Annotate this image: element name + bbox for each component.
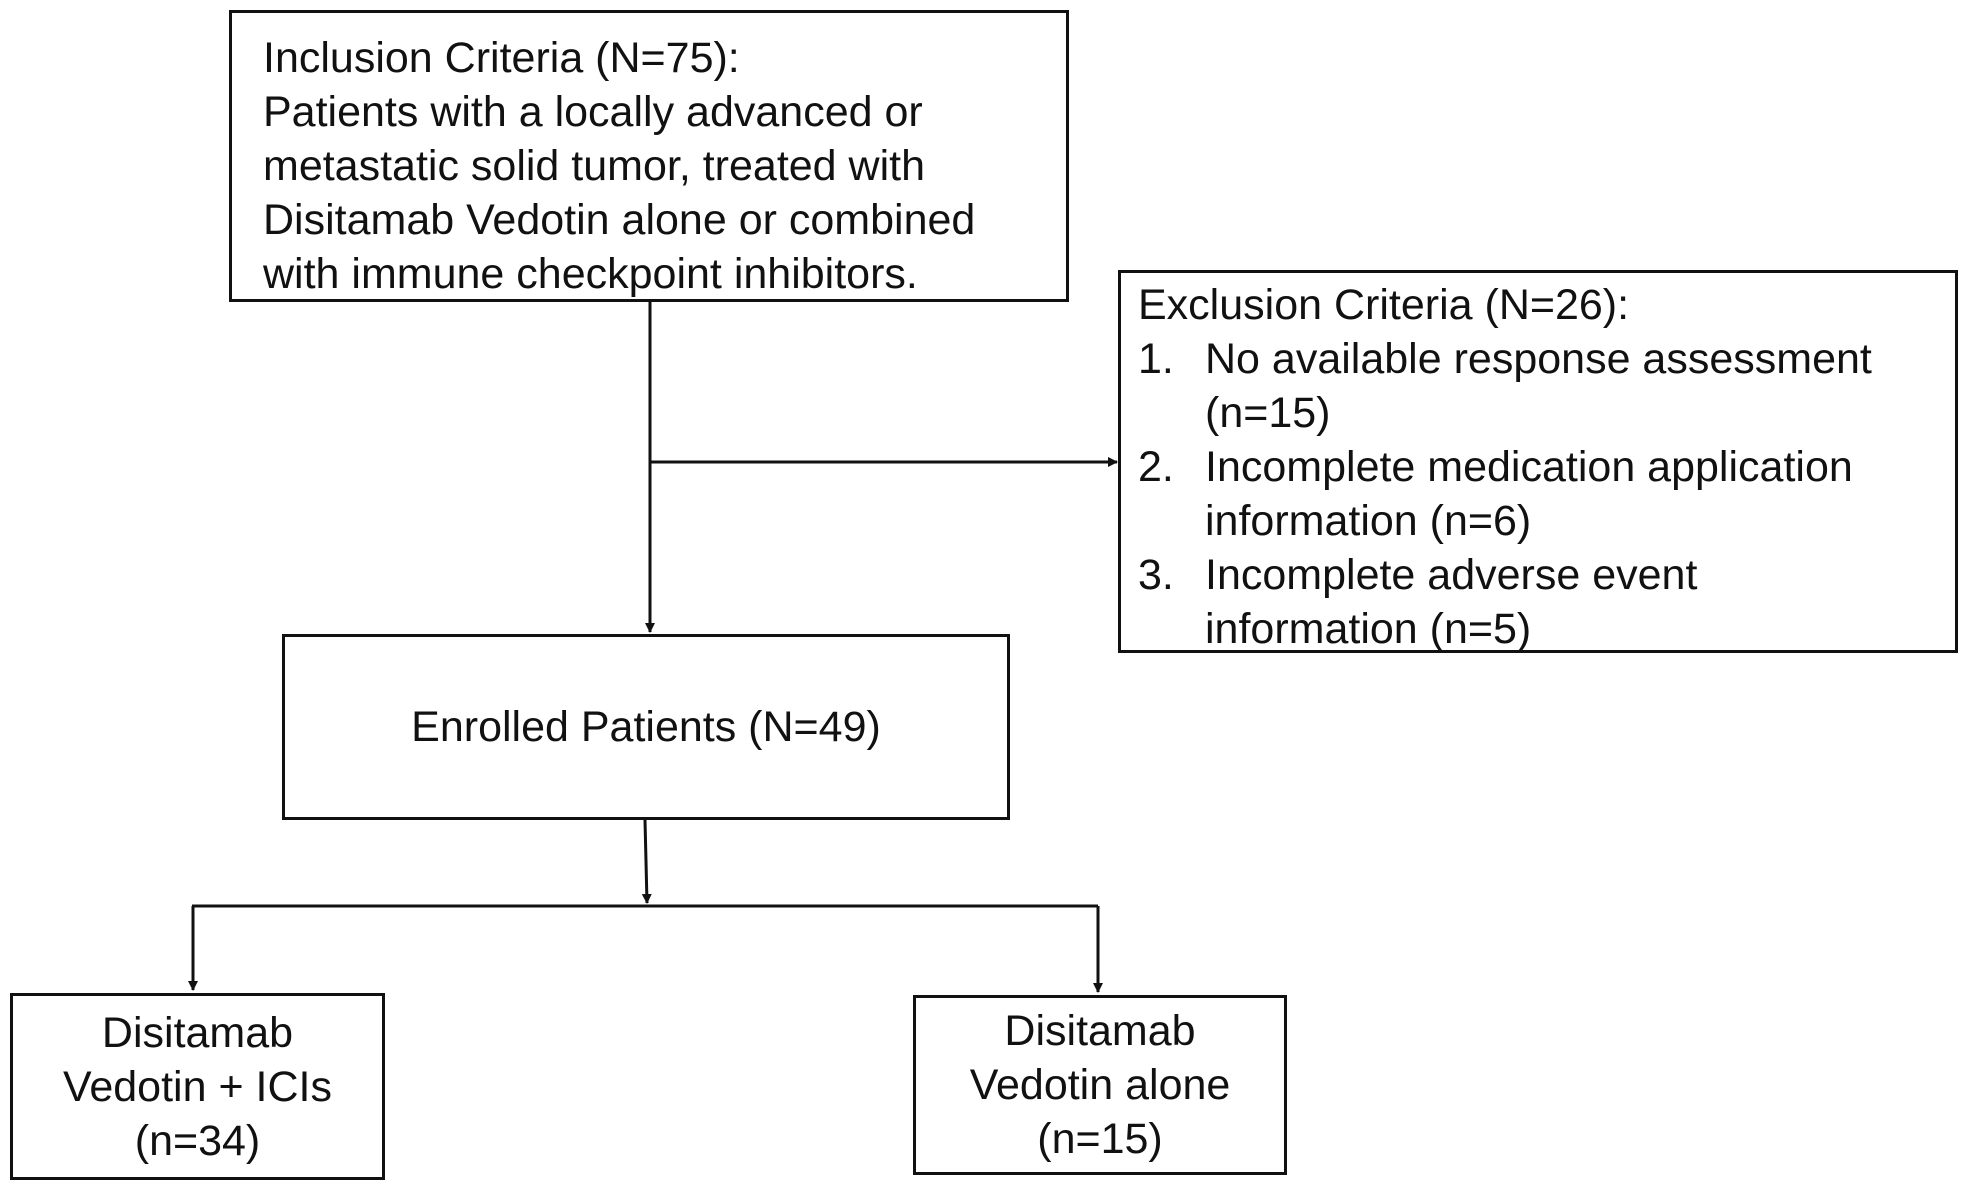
inclusion-title: Inclusion Criteria (N=75): <box>263 34 740 82</box>
group-box-ici: Disitamab Vedotin + ICIs (n=34) <box>10 993 385 1180</box>
exclusion-item-line: information (n=6) <box>1205 497 1532 545</box>
exclusion-criteria-box: Exclusion Criteria (N=26): 1. No availab… <box>1118 270 1958 653</box>
enrolled-label: Enrolled Patients (N=49) <box>411 703 881 751</box>
exclusion-item-number: 1. <box>1138 335 1174 383</box>
exclusion-item-1: 1. No available response assessment (n=1… <box>1138 332 1955 440</box>
exclusion-item-line: Incomplete medication application <box>1205 443 1853 491</box>
inclusion-line: Disitamab Vedotin alone or combined <box>263 196 976 244</box>
group-label-line: (n=34) <box>134 1116 261 1165</box>
group-label-line: Disitamab <box>101 1008 294 1057</box>
exclusion-title: Exclusion Criteria (N=26): <box>1138 281 1630 329</box>
enrolled-patients-box: Enrolled Patients (N=49) <box>282 634 1010 820</box>
inclusion-line: Patients with a locally advanced or <box>263 88 923 136</box>
inclusion-line: with immune checkpoint inhibitors. <box>263 250 918 298</box>
group-label-line: Disitamab <box>1004 1007 1196 1055</box>
exclusion-item-number: 3. <box>1138 551 1174 599</box>
exclusion-item-line: No available response assessment <box>1205 335 1872 383</box>
group-label-line: Vedotin + ICIs <box>63 1062 332 1111</box>
exclusion-item-3: 3. Incomplete adverse event information … <box>1138 548 1955 656</box>
exclusion-item-2: 2. Incomplete medication application inf… <box>1138 440 1955 548</box>
exclusion-item-line: information (n=5) <box>1205 605 1532 653</box>
exclusion-item-line: Incomplete adverse event <box>1205 551 1698 599</box>
exclusion-item-number: 2. <box>1138 443 1174 491</box>
group-box-alone: Disitamab Vedotin alone (n=15) <box>913 995 1287 1175</box>
arrow-enrolled-to-split <box>641 819 652 904</box>
exclusion-item-line: (n=15) <box>1205 389 1331 437</box>
group-label-line: (n=15) <box>1037 1115 1163 1163</box>
inclusion-criteria-box: Inclusion Criteria (N=75): Patients with… <box>229 10 1069 302</box>
group-label-line: Vedotin alone <box>969 1061 1231 1109</box>
inclusion-line: metastatic solid tumor, treated with <box>263 142 926 190</box>
